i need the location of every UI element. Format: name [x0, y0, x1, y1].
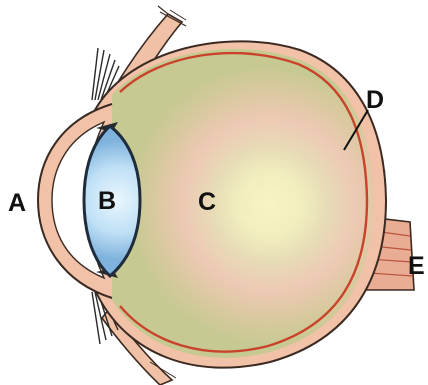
label-c: C	[198, 188, 216, 216]
label-d: D	[366, 86, 384, 114]
label-e: E	[408, 252, 425, 280]
label-b: B	[98, 187, 116, 215]
label-a: A	[8, 189, 26, 217]
